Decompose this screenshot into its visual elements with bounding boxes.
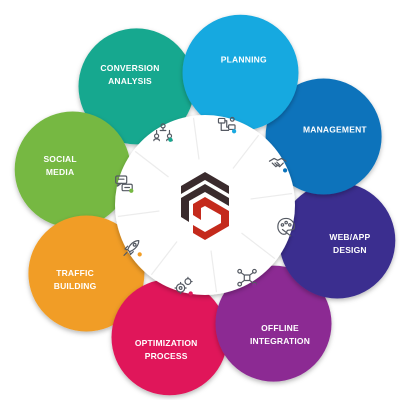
petal-web-app-design bbox=[279, 182, 396, 299]
ring-divider bbox=[241, 232, 276, 260]
label-line: MANAGEMENT bbox=[302, 124, 367, 135]
ring-divider bbox=[150, 241, 178, 276]
ring-divider bbox=[232, 134, 260, 169]
chat-icon bbox=[115, 175, 134, 193]
label-line: OFFLINE bbox=[261, 322, 299, 333]
petal-management bbox=[265, 78, 382, 195]
ring-divider bbox=[192, 117, 200, 160]
petal-planning bbox=[182, 14, 299, 131]
roadmap-icon bbox=[217, 116, 237, 134]
gears-icon bbox=[174, 276, 193, 296]
label-line: PLANNING bbox=[220, 54, 267, 65]
label-social-media: SOCIAL MEDIA bbox=[12, 153, 108, 179]
label-traffic-building: TRAFFIC BUILDING bbox=[27, 267, 123, 293]
label-line: CONVERSION bbox=[100, 63, 160, 74]
people-network-icon bbox=[153, 123, 173, 142]
ring-divider bbox=[210, 250, 218, 293]
label-offline-integration: OFFLINE INTEGRATION bbox=[232, 322, 328, 348]
label-web-app-design: WEB/APP DESIGN bbox=[302, 231, 398, 257]
petal-offline-integration bbox=[215, 265, 332, 382]
ring-divider bbox=[134, 150, 169, 178]
label-management: MANAGEMENT bbox=[287, 124, 383, 137]
label-line: BUILDING bbox=[53, 281, 97, 291]
ring-divider bbox=[250, 192, 293, 200]
petal-conversion-analysis bbox=[78, 28, 195, 145]
petal-social-media bbox=[14, 111, 131, 228]
label-conversion-analysis: CONVERSION ANALYSIS bbox=[82, 62, 178, 88]
petal-optimization-process bbox=[111, 279, 228, 396]
label-line: DESIGN bbox=[332, 244, 367, 255]
label-line: SOCIAL bbox=[43, 154, 77, 165]
label-planning: PLANNING bbox=[196, 54, 292, 67]
label-line: INTEGRATION bbox=[249, 335, 311, 346]
label-line: OPTIMIZATION bbox=[134, 337, 198, 348]
handshake-icon bbox=[268, 157, 288, 173]
network-icon bbox=[237, 268, 257, 288]
label-line: TRAFFIC bbox=[56, 268, 94, 278]
petal-traffic-building bbox=[28, 215, 145, 332]
label-line: ANALYSIS bbox=[108, 76, 152, 87]
label-line: WEB/APP bbox=[329, 231, 371, 242]
rocket-icon bbox=[123, 240, 142, 257]
palette-icon bbox=[277, 217, 296, 237]
label-line: PROCESS bbox=[144, 350, 188, 361]
company-logo-icon bbox=[181, 172, 229, 240]
label-optimization-process: OPTIMIZATION PROCESS bbox=[118, 337, 214, 363]
ring-divider bbox=[117, 210, 160, 218]
label-line: MEDIA bbox=[45, 167, 75, 178]
